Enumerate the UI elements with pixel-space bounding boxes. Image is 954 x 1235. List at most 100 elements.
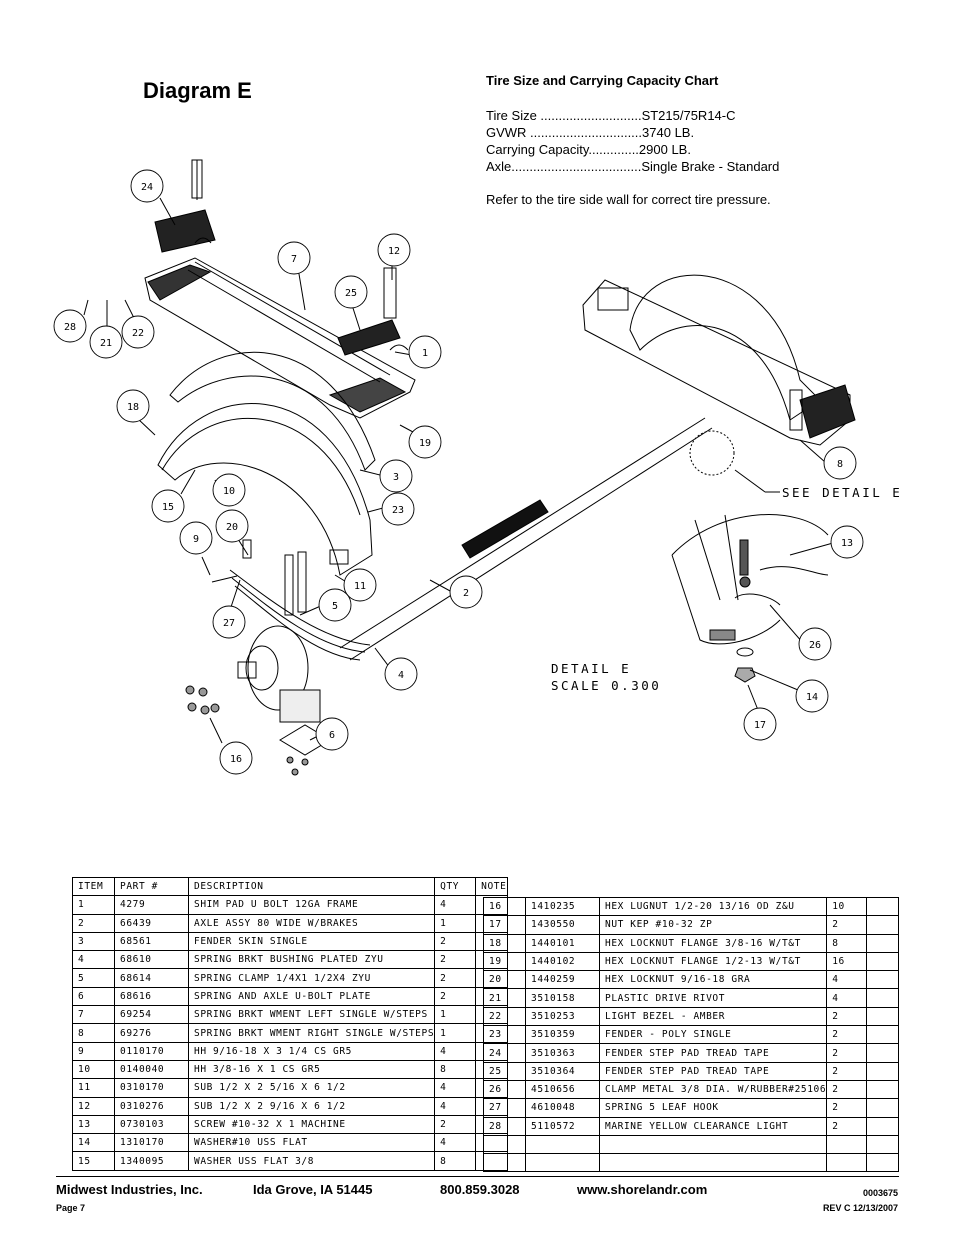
cell-item: 23 (483, 1025, 526, 1045)
cell-item: 26 (483, 1079, 526, 1100)
footer-doc-number: 0003675 (862, 1188, 898, 1198)
spec-label: Carrying Capacity.............. (486, 142, 639, 157)
tire-capacity-chart: Tire Size and Carrying Capacity Chart Ti… (486, 72, 779, 208)
cell-item: 15 (72, 1151, 115, 1171)
callout-label: 21 (100, 338, 112, 349)
callout: 26 (798, 627, 832, 661)
callout: 21 (89, 325, 123, 359)
col-header-qty: QTY (434, 876, 477, 897)
cell-note (866, 970, 900, 990)
cell-description: AXLE ASSY 80 WIDE W/BRAKES (187, 913, 436, 933)
cell-description: CLAMP METAL 3/8 DIA. W/RUBBER#25106 (598, 1079, 828, 1100)
cell-item: 4 (72, 950, 115, 970)
cell-item: 11 (72, 1078, 115, 1098)
col-header-description: DESCRIPTION (187, 876, 436, 897)
spec-value: 3740 LB. (642, 125, 695, 140)
col-header-note: NOTE (475, 876, 509, 897)
tire-pressure-note: Refer to the tire side wall for correct … (486, 192, 771, 207)
cell-qty: 8 (434, 1151, 477, 1171)
cell-part-number: 1410235 (525, 896, 600, 917)
cell-part-number: 1440259 (525, 970, 600, 990)
callout: 20 (215, 509, 249, 543)
cell-item: 18 (483, 933, 526, 953)
cell-empty (598, 1153, 828, 1173)
spec-value: Single Brake - Standard (641, 159, 780, 174)
callout-label: 26 (809, 640, 821, 651)
cell-part-number: 1310170 (114, 1133, 189, 1153)
callout: 13 (830, 525, 864, 559)
cell-description: SPRING 5 LEAF HOOK (598, 1098, 828, 1118)
callout-label: 10 (223, 486, 235, 497)
cell-part-number: 4510656 (525, 1079, 600, 1100)
cell-description: FENDER STEP PAD TREAD TAPE (598, 1061, 828, 1081)
cell-qty: 1 (434, 1023, 477, 1043)
table-header-row: ITEM PART # DESCRIPTION QTY NOTE (72, 876, 509, 897)
cell-part-number: 68614 (114, 968, 189, 988)
cell-empty (866, 1134, 900, 1155)
cell-qty: 2 (434, 950, 477, 970)
callout-label: 18 (127, 402, 139, 413)
cell-qty: 10 (826, 896, 868, 917)
callout: 17 (743, 707, 777, 741)
cell-description: FENDER SKIN SINGLE (187, 931, 436, 952)
cell-description: SCREW #10-32 X 1 MACHINE (187, 1114, 436, 1135)
cell-item: 24 (483, 1043, 526, 1063)
spec-label: Axle.................................... (486, 159, 642, 174)
footer-phone: 800.859.3028 (440, 1182, 520, 1197)
cell-empty (525, 1153, 600, 1173)
cell-note (866, 1098, 900, 1118)
page-title: Diagram E (143, 78, 252, 103)
cell-item: 25 (483, 1061, 526, 1081)
cell-part-number: 0110170 (114, 1041, 189, 1061)
hub-brake (237, 625, 321, 723)
cell-description: MARINE YELLOW CLEARANCE LIGHT (598, 1116, 828, 1136)
cell-note (866, 896, 900, 917)
callout: 14 (795, 679, 829, 713)
cell-note (866, 1116, 900, 1136)
callout: 9 (179, 521, 213, 555)
callout-label: 1 (422, 348, 428, 359)
cell-qty: 4 (434, 1096, 477, 1116)
callout: 12 (377, 233, 411, 267)
cell-item: 1 (72, 895, 115, 915)
cell-empty (826, 1153, 868, 1173)
cell-qty: 8 (826, 933, 868, 953)
callout-label: 8 (837, 459, 843, 470)
callout: 4 (384, 657, 418, 691)
callout: 7 (277, 241, 311, 275)
callout: 8 (823, 446, 857, 480)
detail-label: DETAIL E (551, 661, 631, 676)
tread-pad-24 (154, 159, 216, 253)
cell-item: 7 (72, 1005, 115, 1025)
u-bolt-spring (211, 539, 252, 583)
col-header-part: PART # (114, 876, 189, 897)
cell-note (866, 1079, 900, 1100)
cell-qty: 1 (434, 913, 477, 933)
cell-description: HEX LUGNUT 1/2-20 13/16 OD Z&U (598, 896, 828, 917)
cell-part-number: 0310276 (114, 1096, 189, 1116)
cell-qty: 16 (826, 951, 868, 972)
cell-item: 12 (72, 1096, 115, 1116)
cell-qty: 2 (826, 1079, 868, 1100)
spec-label: GVWR ............................... (486, 125, 643, 140)
cell-description: HEX LOCKNUT FLANGE 1/2-13 W/T&T (598, 951, 828, 972)
cell-item: 17 (483, 915, 526, 935)
cell-item: 22 (483, 1006, 526, 1027)
cell-part-number: 69276 (114, 1023, 189, 1043)
cell-note (866, 1006, 900, 1027)
cell-description: SUB 1/2 X 2 5/16 X 6 1/2 (187, 1078, 436, 1098)
callout: 10 (212, 473, 246, 507)
